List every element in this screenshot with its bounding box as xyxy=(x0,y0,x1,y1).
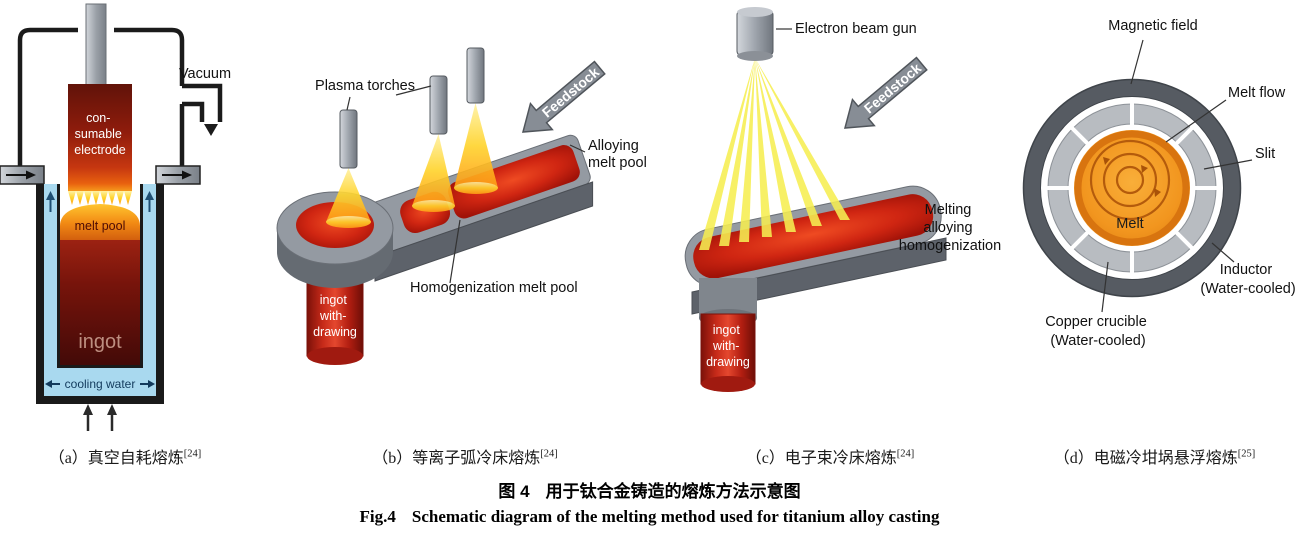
flange-arrow-icon xyxy=(26,170,36,180)
leader-line xyxy=(395,85,432,96)
leader-line xyxy=(449,219,461,284)
subcaption-b-ref: [24] xyxy=(540,448,558,460)
water-arrow-left-icon xyxy=(45,380,52,388)
hearth-melt-surface xyxy=(693,194,934,279)
water-arrow-right-icon xyxy=(148,380,155,388)
alloying-melt-pool-label: Alloying melt pool xyxy=(588,138,647,171)
subcaption-c-text: （c）电子束冷床熔炼 xyxy=(745,450,897,467)
plasma-torch-2 xyxy=(429,75,448,135)
water-flow-arrow-icon xyxy=(46,191,55,200)
subcaption-b: （b）等离子弧冷床熔炼[24] xyxy=(270,444,660,468)
melt-pool: melt pool xyxy=(60,204,140,242)
magnetic-field-label: Magnetic field xyxy=(1108,18,1197,34)
feedstock-label: Feedstock xyxy=(861,60,924,117)
plasma-plumes xyxy=(326,103,498,228)
panel-d-diagram: Melt Magnetic field Melt flow Slit Induc… xyxy=(1022,18,1296,349)
water-flow-arrow-icon xyxy=(145,191,154,200)
plasma-torches-group xyxy=(339,47,485,169)
flange-arrow-icon xyxy=(182,170,192,180)
leader-line xyxy=(1101,261,1109,313)
up-arrow-icon xyxy=(83,404,93,415)
melt-pool-label: melt pool xyxy=(75,219,126,233)
ingot-withdrawing: ingot with- drawing xyxy=(699,278,757,392)
subcaption-d-text: （d）电磁冷坩埚悬浮熔炼 xyxy=(1053,450,1238,467)
feedstock-arrow: Feedstock xyxy=(844,56,928,129)
melt-label: Melt xyxy=(1116,216,1143,232)
subcaption-d: （d）电磁冷坩埚悬浮熔炼[25] xyxy=(1010,444,1299,468)
ingot-label: ingot with- drawing xyxy=(313,293,357,339)
figure-caption-en: Fig.4 Schematic diagram of the melting me… xyxy=(0,507,1299,527)
electron-beam-gun-label: Electron beam gun xyxy=(795,21,917,37)
feedstock-arrow: Feedstock xyxy=(522,60,606,133)
consumable-electrode: con- sumable electrode xyxy=(68,84,132,191)
electron-beam-gun xyxy=(736,7,774,61)
figure-caption-zh-title: 用于钛合金铸造的熔炼方法示意图 xyxy=(545,482,801,501)
swirl-arrow-icon xyxy=(1141,165,1148,173)
leader-line xyxy=(1165,99,1227,143)
subcaption-a-text: （a）真空自耗熔炼 xyxy=(48,450,184,467)
crucible-flanges xyxy=(0,165,201,185)
crucible-slits xyxy=(1046,102,1218,274)
subcaption-a-ref: [24] xyxy=(183,448,202,460)
feedstock-label: Feedstock xyxy=(539,64,602,121)
swirl-arrow-icon xyxy=(1154,188,1161,197)
electrode-stem xyxy=(85,3,107,87)
leader-line xyxy=(1211,242,1235,263)
alloying-melt-pool xyxy=(448,145,580,219)
swirl-arrow-icon xyxy=(1103,157,1110,165)
figure-caption-en-title: Schematic diagram of the melting method … xyxy=(411,507,940,526)
slit-label: Slit xyxy=(1255,146,1275,162)
leader-line xyxy=(569,144,586,153)
ingot: ingot xyxy=(60,240,140,365)
arc-flames xyxy=(68,191,132,205)
melt-flow-label: Melt flow xyxy=(1228,85,1286,101)
plasma-torch-1 xyxy=(339,109,358,169)
figure-caption-zh: 图 4 用于钛合金铸造的熔炼方法示意图 xyxy=(0,477,1299,502)
subcaption-c-ref: [24] xyxy=(896,448,915,460)
cooling-water: cooling water xyxy=(45,377,155,391)
electrode-label: con- sumable electrode xyxy=(74,111,125,157)
leader-line xyxy=(1130,39,1144,85)
plasma-torch-3 xyxy=(466,47,485,104)
panel-b-diagram: ingot with- drawing xyxy=(276,47,647,365)
leader-line xyxy=(346,96,351,111)
inductor-label: Inductor (Water-cooled) xyxy=(1200,262,1295,297)
homogenization-melt-pool-label: Homogenization melt pool xyxy=(410,280,578,296)
vacuum-label: Vacuum xyxy=(179,66,231,82)
copper-crucible-label: Copper crucible (Water-cooled) xyxy=(1045,314,1151,349)
subcaption-d-ref: [25] xyxy=(1237,448,1256,460)
melt-flow-swirls xyxy=(1089,139,1171,221)
figure-caption-zh-label: 图 4 xyxy=(498,482,530,501)
subcaption-b-text: （b）等离子弧冷床熔炼 xyxy=(372,450,541,467)
melt: Melt xyxy=(1074,130,1190,246)
electron-beams xyxy=(699,58,850,250)
water-cooled-crucible xyxy=(36,184,164,404)
cooling-water-channel xyxy=(44,184,57,368)
plasma-torches-label: Plasma torches xyxy=(315,78,415,94)
cooling-water-channel xyxy=(143,184,156,368)
process-label: Melting alloying homogenization xyxy=(899,202,1001,254)
water-inlet-arrows xyxy=(83,404,117,431)
vacuum-flow-arrow-icon xyxy=(204,124,218,136)
ingot-label: ingot xyxy=(78,331,122,353)
subcaption-a: （a）真空自耗熔炼[24] xyxy=(0,444,250,468)
panel-c-diagram: ingot with- drawing Electron beam gun xyxy=(684,7,1001,392)
up-arrow-icon xyxy=(107,404,117,415)
vacuum-chamber-outline xyxy=(17,27,223,166)
figure-caption-en-label: Fig.4 xyxy=(359,507,396,526)
inductor-ring xyxy=(1022,78,1242,298)
cooling-water-label: cooling water xyxy=(65,377,136,391)
ingot-label: ingot with- drawing xyxy=(706,323,750,369)
panel-a-diagram: Vacuum xyxy=(0,3,231,431)
cooling-water-channel xyxy=(44,368,156,396)
subcaption-c: （c）电子束冷床熔炼[24] xyxy=(655,444,1005,468)
leader-line xyxy=(1203,159,1253,170)
